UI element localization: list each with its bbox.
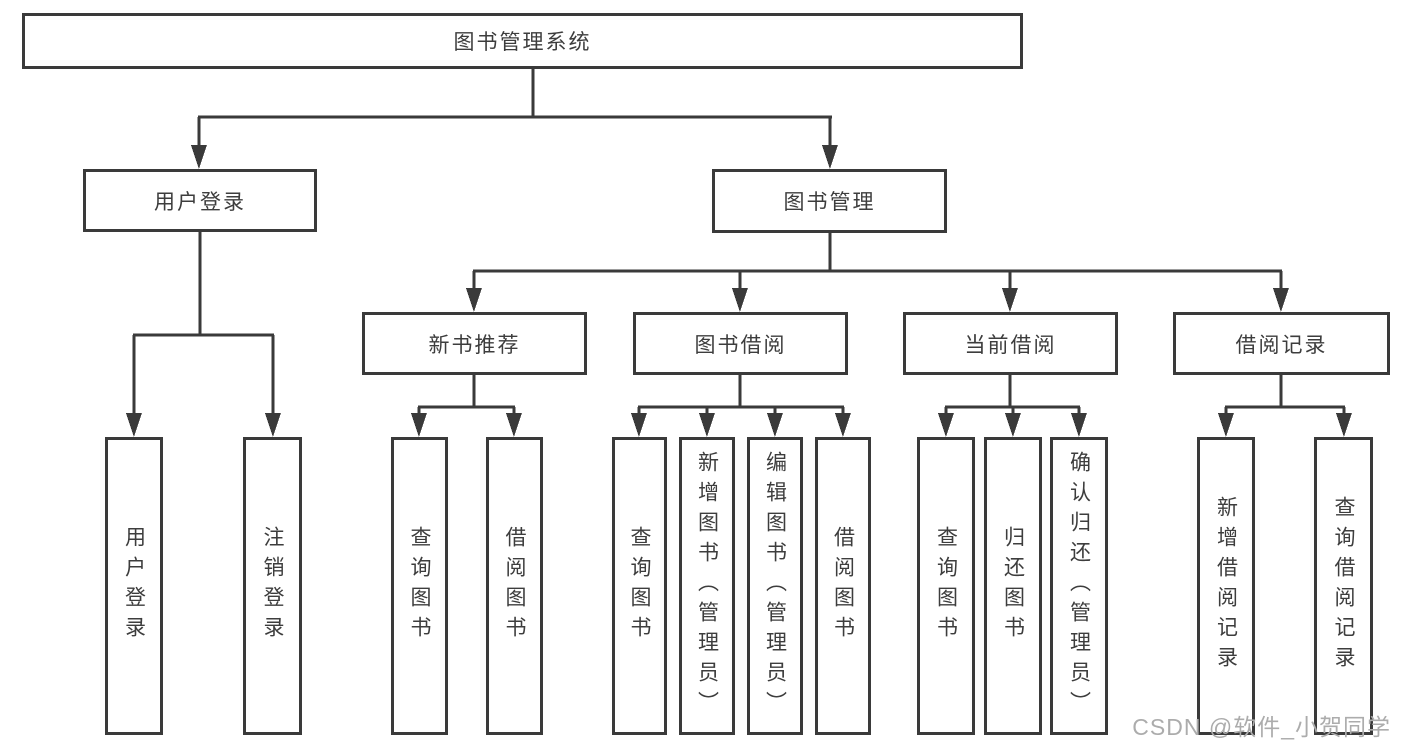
leaf-newbook-query-books: 查询图书 xyxy=(391,437,448,735)
node-book-management: 图书管理 xyxy=(712,169,947,233)
leaf-newbook-borrow-books: 借阅图书 xyxy=(486,437,543,735)
leaf-user-login-label: 用户登录 xyxy=(122,526,146,646)
node-new-book-recommend-label: 新书推荐 xyxy=(428,333,521,357)
node-current-borrowing: 当前借阅 xyxy=(903,312,1118,375)
node-book-borrowing: 图书借阅 xyxy=(633,312,848,375)
leaf-borrow-add-books-admin-label: 新增图书（管理员） xyxy=(695,451,719,721)
node-borrow-records: 借阅记录 xyxy=(1173,312,1390,375)
leaf-user-login: 用户登录 xyxy=(105,437,163,735)
leaf-newbook-query-books-label: 查询图书 xyxy=(408,526,431,646)
node-current-borrowing-label: 当前借阅 xyxy=(964,333,1057,357)
leaf-borrow-borrow-books: 借阅图书 xyxy=(815,437,871,735)
leaf-records-add-record: 新增借阅记录 xyxy=(1197,437,1255,735)
node-user-login-label: 用户登录 xyxy=(154,190,246,214)
leaf-current-return-books: 归还图书 xyxy=(984,437,1042,735)
leaf-records-query-record: 查询借阅记录 xyxy=(1314,437,1373,735)
leaf-newbook-borrow-books-label: 借阅图书 xyxy=(503,526,526,646)
node-new-book-recommend: 新书推荐 xyxy=(362,312,587,375)
leaf-current-query-books-label: 查询图书 xyxy=(934,526,958,646)
node-root: 图书管理系统 xyxy=(22,13,1023,69)
leaf-records-query-record-label: 查询借阅记录 xyxy=(1332,496,1355,676)
leaf-logout: 注销登录 xyxy=(243,437,302,735)
leaf-borrow-query-books-label: 查询图书 xyxy=(628,526,651,646)
node-borrow-records-label: 借阅记录 xyxy=(1235,333,1328,357)
leaf-records-add-record-label: 新增借阅记录 xyxy=(1214,496,1238,676)
node-book-borrowing-label: 图书借阅 xyxy=(694,333,787,357)
leaf-borrow-query-books: 查询图书 xyxy=(612,437,667,735)
leaf-current-return-books-label: 归还图书 xyxy=(1001,526,1025,646)
leaf-borrow-edit-books-admin-label: 编辑图书（管理员） xyxy=(763,451,787,721)
leaf-borrow-add-books-admin: 新增图书（管理员） xyxy=(679,437,735,735)
node-root-label: 图书管理系统 xyxy=(453,31,592,54)
node-book-management-label: 图书管理 xyxy=(783,191,876,214)
csdn-watermark: CSDN @软件_小贺同学 xyxy=(1132,714,1391,740)
leaf-current-query-books: 查询图书 xyxy=(917,437,975,735)
leaf-borrow-edit-books-admin: 编辑图书（管理员） xyxy=(747,437,803,735)
leaf-borrow-borrow-books-label: 借阅图书 xyxy=(831,526,855,646)
leaf-current-confirm-return-admin-label: 确认归还（管理员） xyxy=(1067,451,1091,721)
leaf-current-confirm-return-admin: 确认归还（管理员） xyxy=(1050,437,1108,735)
leaf-logout-label: 注销登录 xyxy=(261,526,284,646)
node-user-login: 用户登录 xyxy=(83,169,317,232)
